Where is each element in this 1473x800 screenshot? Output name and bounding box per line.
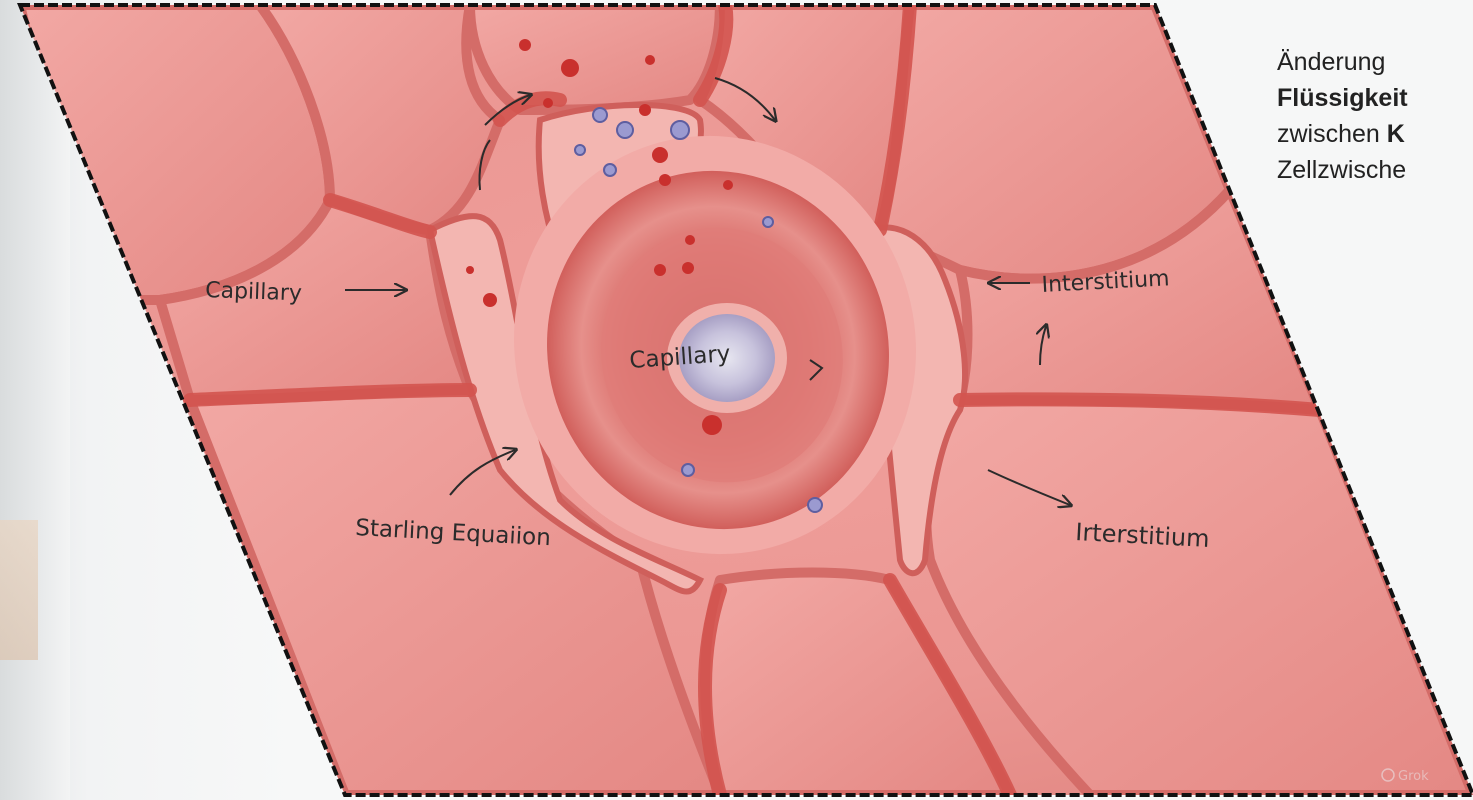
slide-text-line-4: Zellzwische xyxy=(1277,152,1473,188)
label-capillary-left: Capillary xyxy=(205,278,303,306)
slide-text-line-1: Änderung xyxy=(1277,44,1473,80)
slide-text-bold-fluid: Flüssigkeit xyxy=(1277,84,1408,112)
slide-text-line-2: Flüssigkeit xyxy=(1277,80,1473,116)
slide-text-line-3: zwischen K xyxy=(1277,116,1473,152)
watermark-grok: Grok xyxy=(1398,769,1429,784)
slide-text-between: zwischen xyxy=(1277,120,1387,148)
slide-text-bold-k: K xyxy=(1387,120,1405,148)
slide-text-block: Änderung Flüssigkeit zwischen K Zellzwis… xyxy=(1277,44,1473,188)
